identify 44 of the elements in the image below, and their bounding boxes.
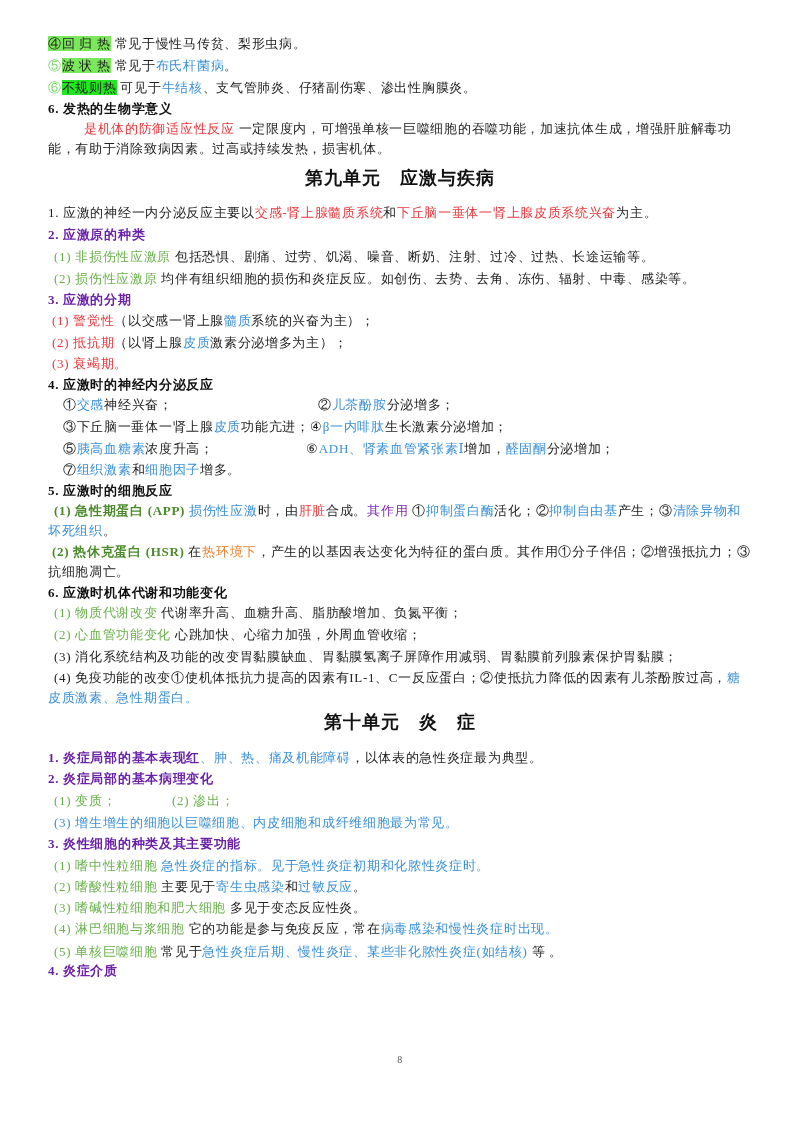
section-heading: 2. 炎症局部的基本病理变化 (48, 770, 214, 788)
section-heading: 4. 应激时的神经内分泌反应 (48, 376, 214, 394)
text-line: (3) 消化系统结构及功能的改变胃黏膜缺血、胃黏膜氢离子屏障作用减弱、胃黏膜前列腺素保护胃黏膜； (54, 648, 678, 666)
section-heading: 4. 炎症介质 (48, 962, 118, 980)
text-line: ⑤胰高血糖素浓度升高； (63, 440, 214, 458)
text-line: (2) 嗜酸性粒细胞 主要见于寄生虫感染和过敏反应。 (54, 878, 367, 896)
text-line: (3) 增生增生的细胞以巨噬细胞、内皮细胞和成纤维细胞最为常见。 (54, 814, 459, 832)
unit-title: 第十单元 炎 症 (323, 712, 477, 732)
text-line: ⑥不规则热 可见于牛结核、支气管肺炎、仔猪副伤寒、渗出性胸膜炎。 (48, 79, 477, 97)
text-line: (3) 嗜碱性粒细胞和肥大细胞 多见于变态反应性炎。 (54, 899, 367, 917)
text-line: 1. 炎症局部的基本表现红、肿、热、痛及机能障碍，以体表的急性炎症最为典型。 (48, 749, 543, 767)
text-line: (2) 渗出； (172, 792, 235, 810)
section-heading: 6. 发热的生物学意义 (48, 100, 173, 118)
text-line: (1) 非损伤性应激原 包括恐惧、剧痛、过劳、饥渴、噪音、断奶、注射、过冷、过热、长途运输等。 (54, 248, 655, 266)
unit-title: 第九单元 应激与疾病 (304, 168, 496, 188)
text-line: (2) 心血管功能变化 心跳加快、心缩力加强，外周血管收缩； (54, 626, 422, 644)
text-line: 1. 应激的神经一内分泌反应主要以交感-肾上腺髓质系统和下丘脑一垂体一肾上腺皮质系统兴奋为主。 (48, 204, 658, 222)
paragraph: (1) 急性期蛋白 (APP) 损伤性应激时，由肝脏合成。其作用 ①抑制蛋白酶活化；②抑制自由基产生；③清除异物和坏死组织。 (48, 502, 743, 540)
text-line: ①交感神经兴奋； (63, 396, 173, 414)
text-line: ④β一内啡肽生长激素分泌增加； (310, 418, 509, 436)
section-heading: 5. 应激时的细胞反应 (48, 482, 173, 500)
section-heading: 3. 应激的分期 (48, 291, 132, 309)
text-line: ②儿茶酚胺分泌增多； (318, 396, 455, 414)
text-line: (2) 损伤性应激原 均伴有组织细胞的损伤和炎症反应。如创伤、去势、去角、冻伤、辐射、中毒、感染等。 (54, 270, 696, 288)
text-line: (4) 淋巴细胞与浆细胞 它的功能是参与免疫反应，常在病毒感染和慢性炎症时出现。 (54, 920, 559, 938)
section-heading: 6. 应激时机体代谢和功能变化 (48, 584, 228, 602)
text-line: ⑥ADH、肾素血管紧张素Ⅰ增加，醛固酮分泌增加； (306, 440, 616, 458)
paragraph: 是机体的防御适应性反应 一定限度内，可增强单核一巨噬细胞的吞噬功能，加速抗体生成，增强肝脏解毒功能，有助于消除致病因素。过高或持续发热，损害机体。 (48, 120, 733, 158)
text-line: (1) 变质； (54, 792, 117, 810)
section-heading: 3. 炎性细胞的种类及其主要功能 (48, 835, 242, 853)
text-line: ⑤波 状 热 常见于布氏杆菌病。 (48, 57, 238, 75)
text-line: (3) 衰竭期。 (52, 355, 128, 373)
text-line: ⑦组织激素和细胞因子增多。 (63, 461, 242, 479)
text-line: ④回 归 热 常见于慢性马传贫、梨形虫病。 (48, 35, 307, 53)
text-line: (1) 物质代谢改变 代谢率升高、血糖升高、脂肪酸增加、负氮平衡； (54, 604, 463, 622)
text-line: (1) 警觉性（以交感一肾上腺髓质系统的兴奋为主）； (52, 312, 375, 330)
text-line: (1) 嗜中性粒细胞 急性炎症的指标。见于急性炎症初期和化脓性炎症时。 (54, 857, 491, 875)
page-number: 8 (396, 1053, 404, 1067)
section-heading: 2. 应激原的种类 (48, 226, 146, 244)
paragraph: (4) 免疫功能的改变①使机体抵抗力提高的因素有IL-1、C一反应蛋白；②使抵抗力降低的因素有儿茶酚胺过高，糖皮质激素、急性期蛋白。 (48, 669, 742, 707)
paragraph: (2) 热休克蛋白 (HSR) 在热环境下，产生的以基因表达变化为特征的蛋白质。其作用①分子伴侣；②增强抵抗力；③抗细胞凋亡。 (48, 543, 752, 581)
text-line: (5) 单核巨噬细胞 常见于急性炎症后期、慢性炎症、某些非化脓性炎症(如结核) 等 。 (54, 943, 563, 961)
text-line: ③下丘脑一垂体一肾上腺皮质功能亢进； (63, 418, 310, 436)
text-line: (2) 抵抗期（以肾上腺皮质激素分泌增多为主）； (52, 334, 348, 352)
